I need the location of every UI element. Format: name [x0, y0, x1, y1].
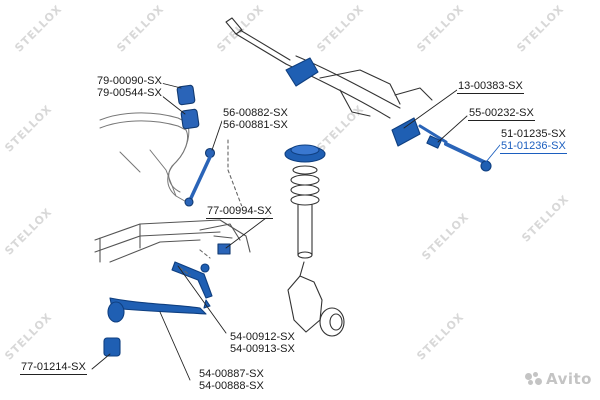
part-label-55-00232: 55-00232-SX — [468, 107, 535, 121]
part-label-56-00882: 56-00882-SX — [222, 107, 289, 119]
avito-text: Avito — [546, 370, 592, 388]
rack-boot — [285, 57, 421, 147]
part-label-13-00383: 13-00383-SX — [457, 80, 524, 94]
part-label-79-00544: 79-00544-SX — [96, 87, 163, 99]
leader-lines — [179, 139, 245, 276]
stabilizer-bar — [99, 112, 191, 205]
part-label-54-00887: 54-00887-SX — [198, 368, 265, 380]
stabilizer-link — [184, 147, 216, 207]
steering-rack — [225, 17, 433, 119]
strut-assembly — [284, 144, 326, 259]
lower-arm-bushing — [103, 337, 121, 357]
part-label-51-01236: 51-01236-SX — [500, 140, 567, 154]
steering-knuckle — [287, 261, 345, 337]
part-label-51-01235: 51-01235-SX — [500, 128, 567, 140]
part-label-77-00994: 77-00994-SX — [206, 205, 273, 219]
part-label-77-01214: 77-01214-SX — [20, 361, 87, 375]
avito-logo-icon — [525, 372, 543, 386]
part-label-54-00912: 54-00912-SX — [229, 331, 296, 343]
avito-watermark: Avito — [525, 370, 592, 388]
part-label-56-00881: 56-00881-SX — [222, 119, 289, 131]
callout-lines — [91, 81, 501, 381]
part-label-54-00913: 54-00913-SX — [229, 343, 296, 355]
subframe-bushing — [217, 243, 231, 255]
stabilizer-bushing — [176, 84, 200, 130]
lower-control-arm — [107, 297, 207, 323]
subframe — [94, 219, 251, 263]
part-label-54-00888: 54-00888-SX — [198, 380, 265, 392]
tie-rod-end — [418, 124, 492, 172]
part-label-79-00090: 79-00090-SX — [96, 75, 163, 87]
